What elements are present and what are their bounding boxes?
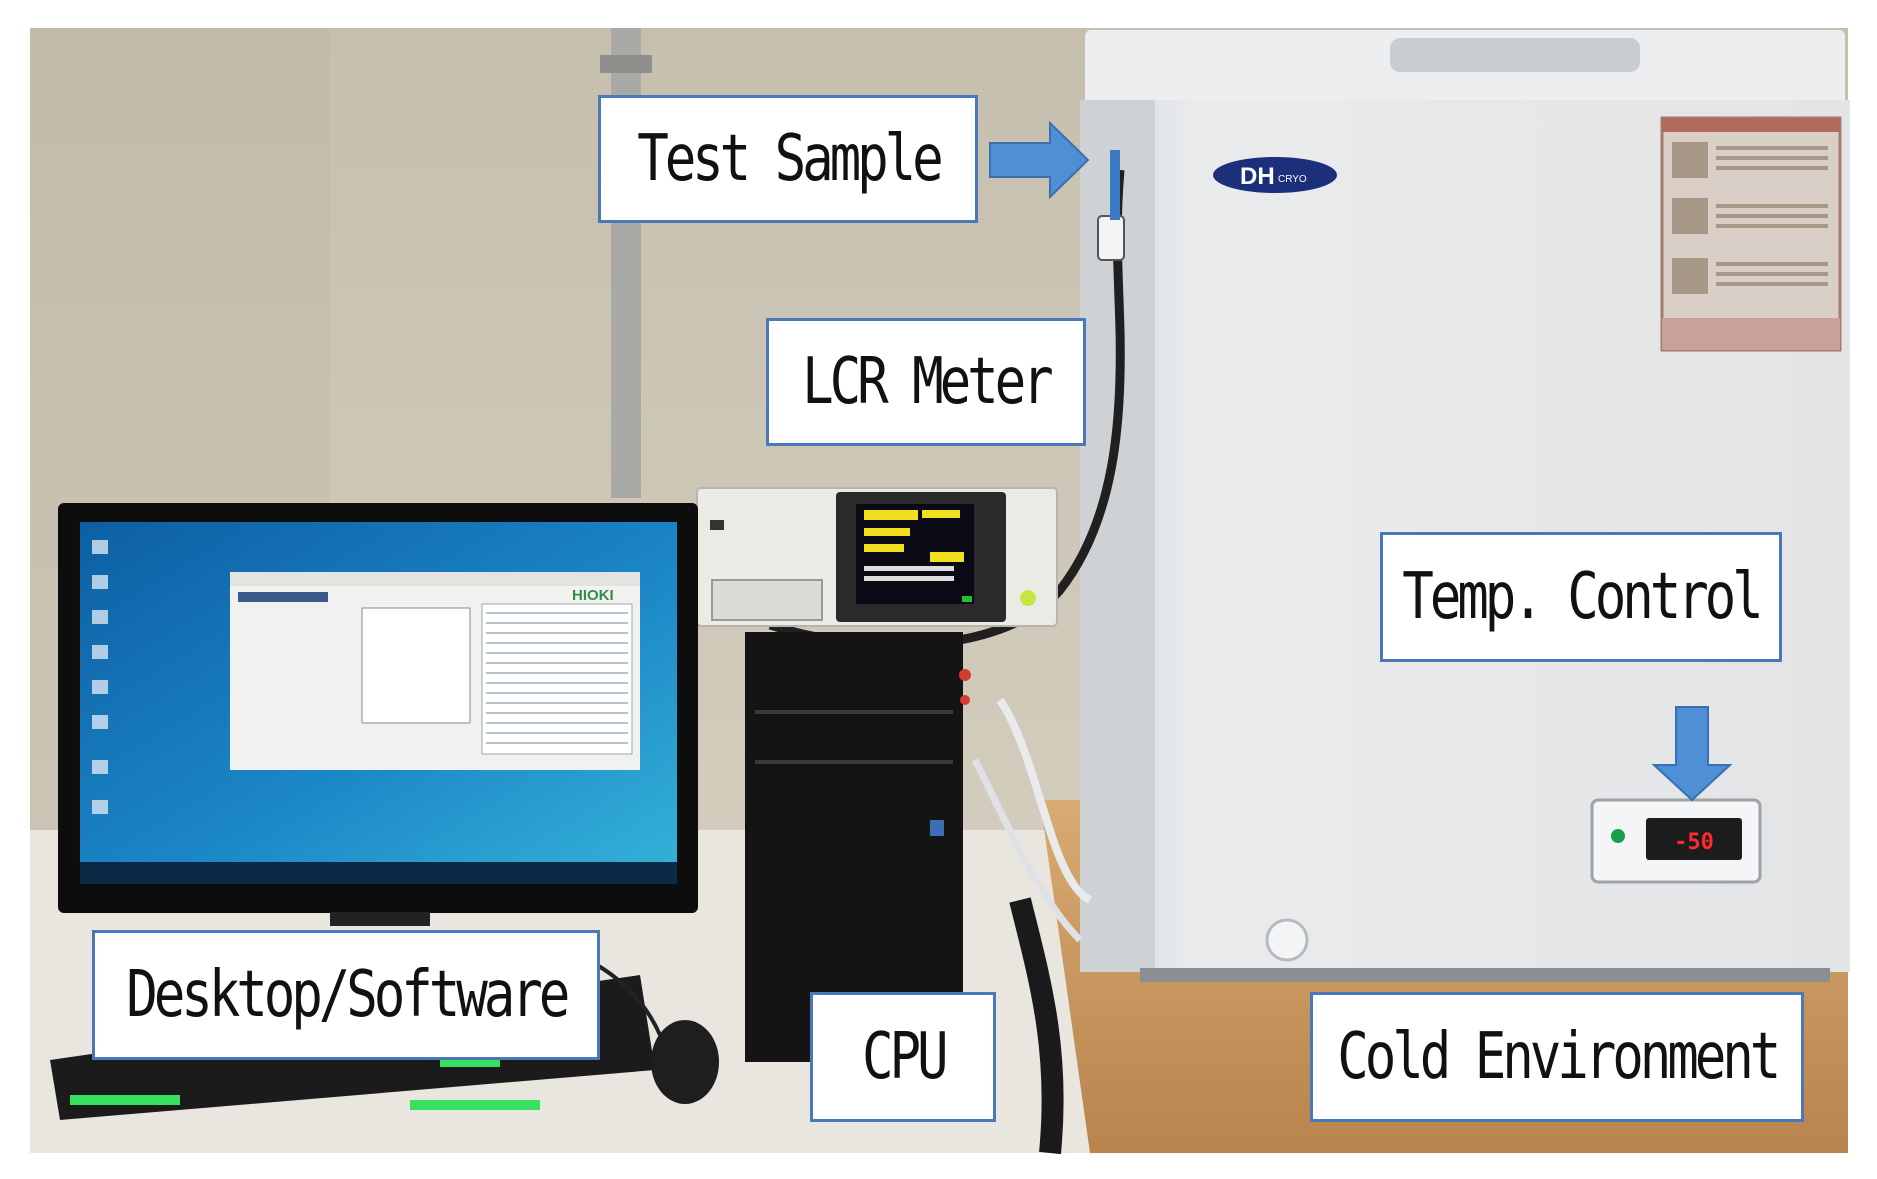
- temp-readout: -50: [1674, 830, 1714, 855]
- label-lcr-meter-text: LCR Meter: [802, 345, 1054, 419]
- drain-plug: [1265, 918, 1309, 962]
- meter-brand-text: HIOKI: [572, 587, 614, 604]
- freezer-logo: [1213, 157, 1337, 193]
- label-cold-environment-text: Cold Environment: [1337, 1020, 1781, 1094]
- cpu-tower: [745, 632, 963, 1062]
- label-cpu: CPU: [810, 992, 996, 1122]
- mouse: [651, 1020, 719, 1104]
- freezer-brand-sub: CRYO: [1278, 174, 1307, 185]
- label-lcr-meter: LCR Meter: [766, 318, 1086, 446]
- label-temp-control: Temp. Control: [1380, 532, 1782, 662]
- label-test-sample: Test Sample: [598, 95, 978, 223]
- arrow-to-temp-control: [1651, 706, 1733, 802]
- label-desktop-software: Desktop/Software: [92, 930, 600, 1060]
- power-indicator: [1611, 829, 1625, 843]
- test-sample-holder: [1097, 215, 1125, 261]
- temp-display: [1646, 818, 1742, 860]
- arrow-to-test-sample: [989, 120, 1090, 200]
- label-test-sample-text: Test Sample: [636, 122, 944, 196]
- label-desktop-software-text: Desktop/Software: [126, 958, 570, 1032]
- freezer-brand-text: DH: [1240, 163, 1275, 190]
- label-temp-control-text: Temp. Control: [1402, 560, 1764, 634]
- label-cpu-text: CPU: [861, 1020, 949, 1094]
- label-cold-environment: Cold Environment: [1310, 992, 1804, 1122]
